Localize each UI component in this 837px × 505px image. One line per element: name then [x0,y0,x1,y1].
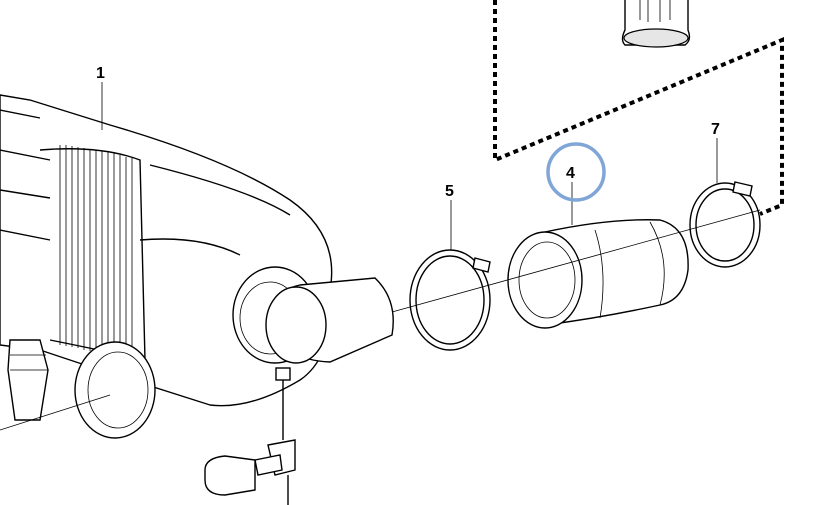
air-filter-housing [0,94,394,439]
callout-7: 7 [711,121,720,138]
callout-4-highlight-ring [546,142,606,202]
callout-4: 4 [566,165,575,182]
rubber-hose-4 [507,219,689,329]
assembly-axis-line [391,209,761,313]
callout-leaders [101,82,718,250]
ribbed-band-lines [59,145,133,358]
callout-5: 5 [445,183,454,200]
callout-1: 1 [96,65,105,82]
sensor-fitting [204,367,296,505]
hose-clamp-5 [409,249,491,351]
detail-frame [493,0,784,216]
upper-connector-part [621,0,691,48]
hose-clamp-7 [689,181,761,268]
